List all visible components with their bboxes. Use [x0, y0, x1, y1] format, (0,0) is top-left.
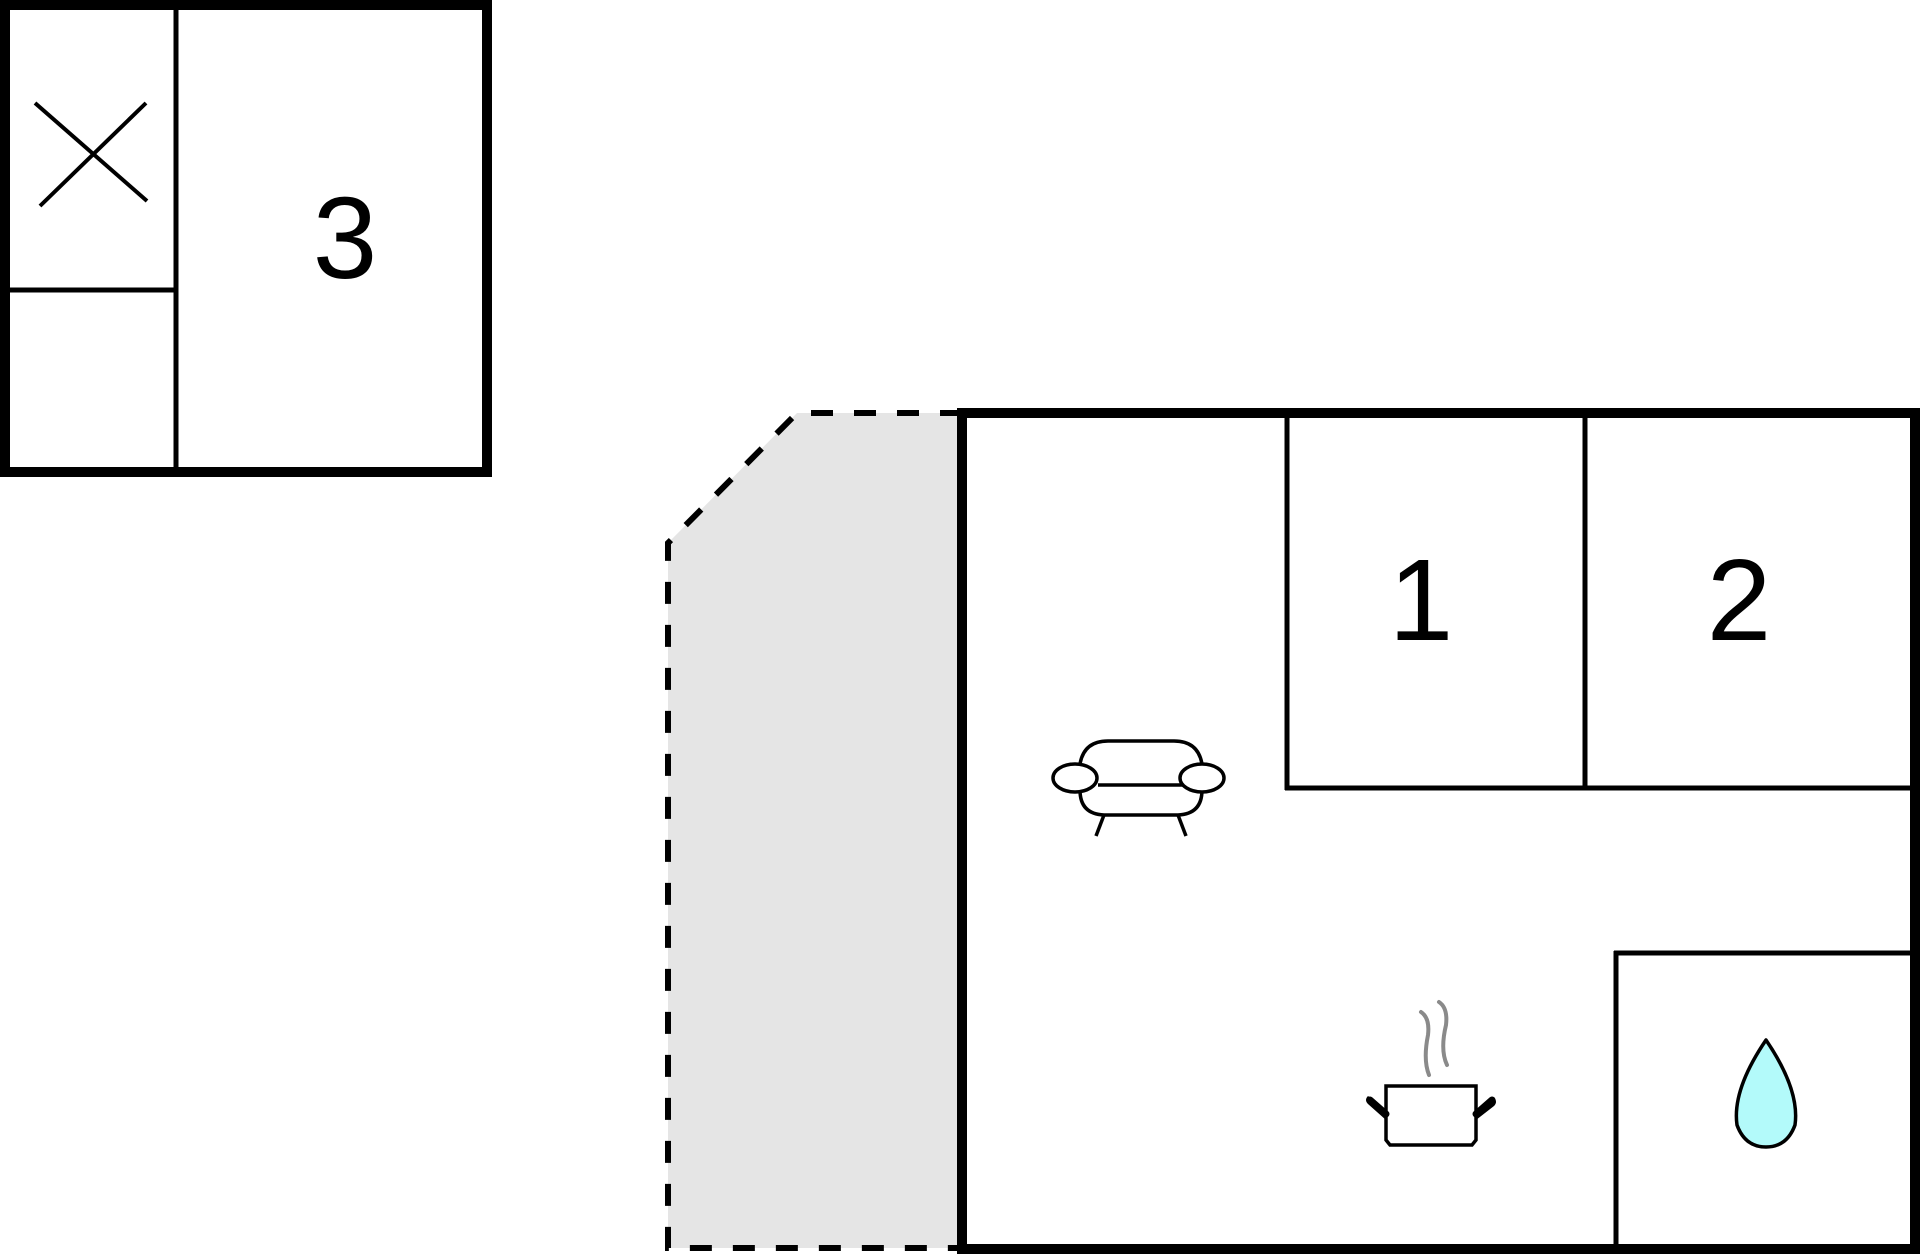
- cooking-pot-icon: [1366, 1000, 1496, 1147]
- x-cross-icon: [33, 101, 149, 208]
- sofa-icon: [1051, 739, 1226, 837]
- bedroom-1-label: 1: [1388, 535, 1454, 665]
- water-drop-icon: [1734, 1038, 1798, 1149]
- bedroom-2-label: 2: [1706, 535, 1772, 665]
- bedroom-3-label: 3: [312, 173, 378, 303]
- annex-building: [0, 0, 492, 477]
- terrace: [665, 410, 962, 1251]
